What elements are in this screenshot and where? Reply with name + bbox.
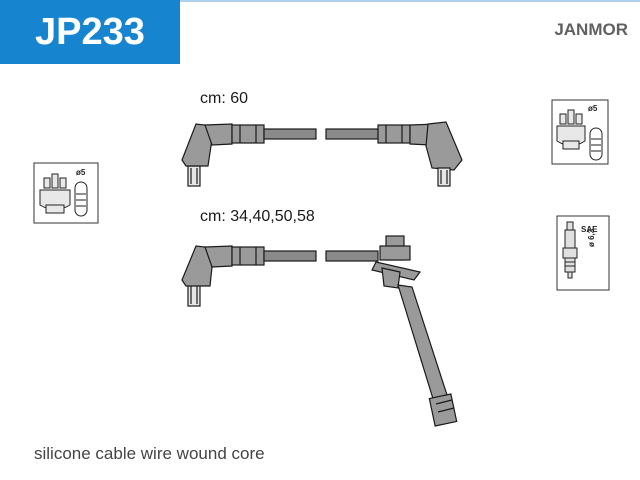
distributor-left-diameter: ø5 bbox=[76, 168, 86, 177]
distributor-right-diameter: ø5 bbox=[588, 104, 598, 113]
left-angled-boot bbox=[181, 123, 265, 187]
spark-plug-type: SAE bbox=[581, 225, 598, 234]
lower-left-angled-boot bbox=[181, 245, 265, 307]
coil-lead-length-label: cm: 60 bbox=[200, 90, 249, 107]
distributor-cap-icon-right: ø5 bbox=[551, 99, 609, 165]
spark-plug-icon: SAE ø 6,3 bbox=[556, 215, 610, 291]
header-rule bbox=[180, 0, 640, 2]
plug-lead-cable bbox=[181, 235, 458, 427]
brand-name: JANMOR bbox=[554, 20, 628, 39]
straight-plug-boot bbox=[371, 235, 458, 427]
right-angled-boot bbox=[377, 121, 463, 187]
part-number: JP233 bbox=[35, 10, 145, 53]
cable-description: silicone cable wire wound core bbox=[34, 444, 265, 463]
spark-plug-diameter: ø 6,3 bbox=[587, 228, 596, 247]
coil-lead-cable bbox=[181, 121, 463, 187]
plug-lead-lengths-label: cm: 34,40,50,58 bbox=[200, 208, 315, 225]
part-number-banner: JP233 bbox=[0, 0, 180, 64]
distributor-cap-icon-left: ø5 bbox=[33, 162, 99, 224]
